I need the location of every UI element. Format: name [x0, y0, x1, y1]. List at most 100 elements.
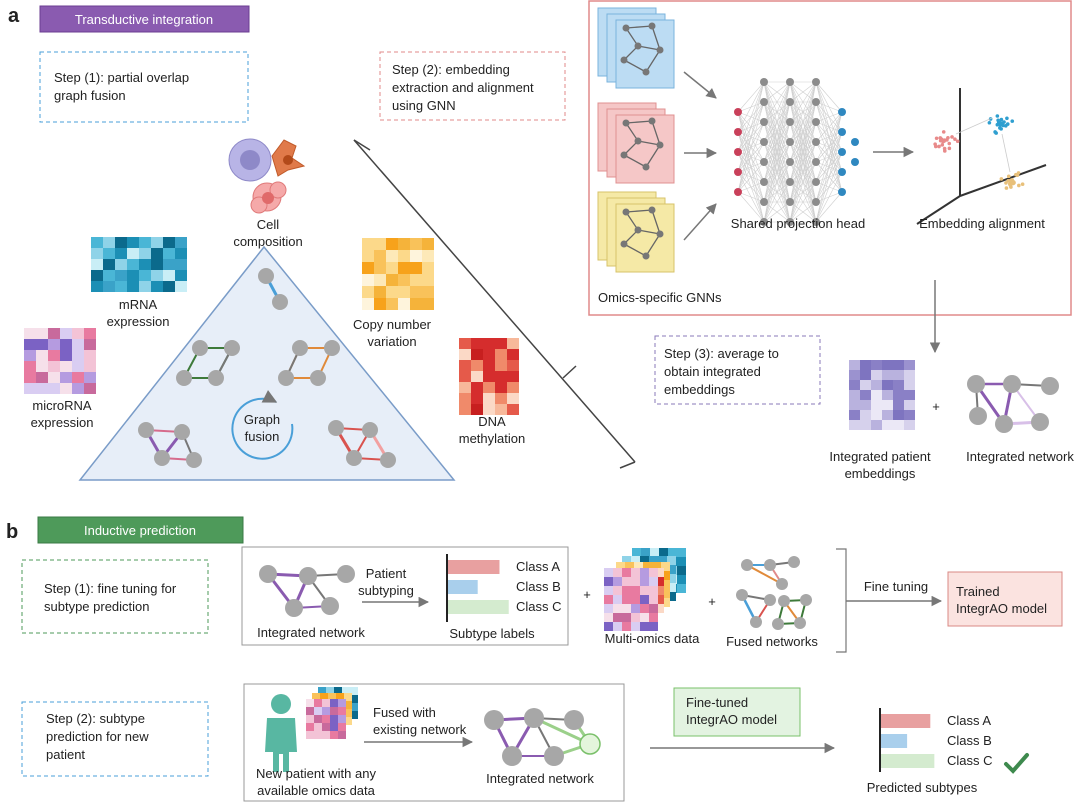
- graph-fusion-cycle-icon: [231, 390, 294, 460]
- nn-node: [760, 178, 768, 186]
- nn-edge: [737, 191, 765, 203]
- heatmap-cell: [893, 380, 904, 390]
- gnn-node: [622, 24, 630, 32]
- heatmap-cell: [849, 370, 860, 380]
- gnn-node: [620, 240, 628, 248]
- embedding-point: [1005, 116, 1009, 121]
- subtyping-label-1: Patient: [366, 566, 407, 581]
- heatmap-cell: [422, 274, 434, 286]
- heatmap-cell: [625, 562, 634, 571]
- heatmap-cell: [24, 328, 36, 339]
- heatmap-cell: [386, 274, 398, 286]
- embedding-point: [947, 146, 952, 151]
- heatmap-cell: [36, 383, 48, 394]
- heatmap-cell: [677, 566, 686, 575]
- nn-node: [734, 168, 742, 176]
- heatmap-cell: [649, 613, 658, 622]
- heatmap-cell: [904, 370, 915, 380]
- embedding-point: [993, 130, 997, 134]
- heatmap-cell: [661, 562, 670, 571]
- heatmap-cell: [655, 595, 664, 604]
- heatmap-cell: [350, 687, 358, 695]
- new-patient-label-1: New patient with any: [256, 766, 376, 781]
- class-bar: [448, 560, 500, 574]
- heatmap-cell: [91, 270, 103, 281]
- trained-model-line2: IntegrAO model: [956, 601, 1047, 616]
- embedding-point: [999, 177, 1004, 181]
- gnn-edge: [623, 243, 647, 257]
- heatmap-cell: [871, 370, 882, 380]
- heatmap-cell: [48, 372, 60, 383]
- heatmap-cell: [48, 339, 60, 350]
- class-bar: [448, 600, 509, 614]
- nn-edge: [815, 111, 843, 203]
- heatmap-cell: [459, 393, 471, 404]
- embedding-point: [1005, 122, 1010, 126]
- step3-line2: obtain integrated: [664, 364, 761, 379]
- heatmap-cell: [661, 580, 670, 589]
- class-bar: [881, 714, 931, 728]
- embedding-point: [996, 118, 1000, 123]
- heatmap-cell: [115, 270, 127, 281]
- embedding-point: [995, 122, 1000, 127]
- nn-edge: [763, 141, 791, 223]
- gnn-node: [620, 151, 628, 159]
- heatmap-cell: [48, 361, 60, 372]
- embedding-point: [995, 114, 1000, 118]
- heatmap-cell: [320, 693, 328, 701]
- heatmap-cell: [344, 709, 352, 717]
- b-integrated-network: [259, 565, 355, 617]
- heatmap-cell: [306, 715, 314, 723]
- cell-composition-icon: [228, 138, 306, 214]
- heatmap-cell: [652, 562, 661, 571]
- b-integrated-network-2: [484, 708, 601, 766]
- b-step1-line2: subtype prediction: [44, 599, 150, 614]
- gnn-node: [634, 42, 642, 50]
- heatmap-cell: [667, 574, 676, 583]
- heatmap-cell: [904, 420, 915, 430]
- heatmap-cell: [151, 270, 163, 281]
- heatmap-cell: [115, 237, 127, 248]
- gnn-node: [656, 46, 664, 54]
- heatmap-cell: [322, 707, 330, 715]
- heatmap-cell: [631, 604, 640, 613]
- heatmap-cell: [471, 349, 483, 360]
- check-icon: [1004, 753, 1029, 774]
- heatmap-cell: [330, 723, 338, 731]
- heatmap-cell: [659, 548, 668, 557]
- heatmap-cell: [24, 361, 36, 372]
- nn-edge: [763, 121, 791, 223]
- nn-edge: [737, 141, 765, 193]
- heatmap-cell: [632, 548, 641, 557]
- heatmap-cell: [175, 281, 187, 292]
- heatmap-cell: [72, 372, 84, 383]
- nn-node: [760, 158, 768, 166]
- heatmap-cell: [677, 548, 686, 557]
- heatmap-cell: [306, 723, 314, 731]
- heatmap-cell: [151, 248, 163, 259]
- embedding-point: [1009, 181, 1014, 185]
- heatmap-cell: [163, 281, 175, 292]
- heatmap-cell: [24, 339, 36, 350]
- gnn-node: [622, 208, 630, 216]
- patient-emb-label-1: Integrated patient: [829, 449, 931, 464]
- heatmap-cell: [677, 557, 686, 566]
- nn-edge: [815, 81, 843, 113]
- heatmap-cell: [677, 584, 686, 593]
- heatmap-cell: [871, 400, 882, 410]
- gnn-node: [642, 68, 650, 76]
- heatmap-cell: [374, 286, 386, 298]
- heatmap-cell: [649, 568, 658, 577]
- gnn-edge: [625, 209, 653, 213]
- person-icon: [265, 694, 297, 772]
- nn-node: [838, 128, 846, 136]
- heatmap-cell: [84, 361, 96, 372]
- heatmap-cell: [640, 613, 649, 622]
- panel-b-banner-text: Inductive prediction: [84, 523, 196, 538]
- nn-edge: [763, 201, 791, 223]
- heatmap-cell: [36, 328, 48, 339]
- nn-node: [734, 128, 742, 136]
- mrna-heatmap: [91, 237, 187, 292]
- new-patient-label-2: available omics data: [257, 783, 376, 798]
- int-network-a-label: Integrated network: [966, 449, 1074, 464]
